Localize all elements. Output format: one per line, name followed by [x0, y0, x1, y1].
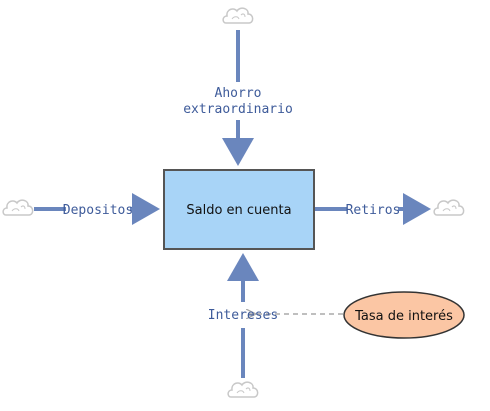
flow-label-depositos: Depositos	[63, 203, 133, 218]
auxiliary-tasa-de-interes[interactable]	[343, 291, 465, 339]
cloud-icon	[227, 381, 259, 398]
flow-label-intereses: Intereses	[208, 308, 278, 323]
flow-label-ahorro-line1: Ahorro	[215, 86, 262, 101]
cloud-icon	[222, 7, 254, 24]
stock-saldo-en-cuenta[interactable]	[163, 169, 315, 250]
cloud-icon	[2, 199, 34, 216]
flow-label-retiros: Retiros	[346, 203, 401, 218]
stock-label: Saldo en cuenta	[186, 203, 291, 218]
cloud-icon	[433, 199, 465, 216]
auxiliary-label: Tasa de interés	[354, 309, 453, 324]
flow-label-ahorro-line2: extraordinario	[183, 102, 293, 117]
